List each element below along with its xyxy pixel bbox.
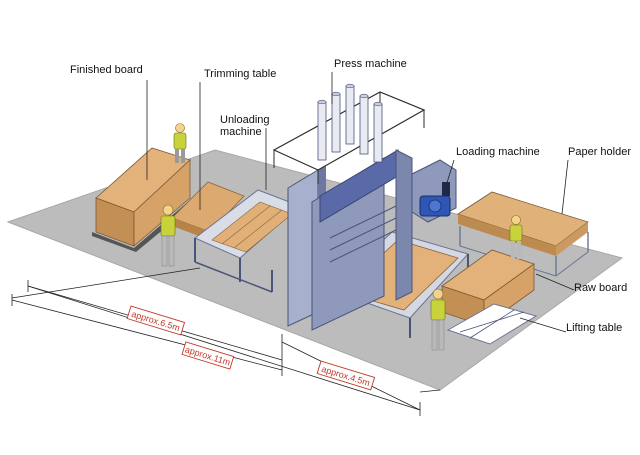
paper-holder [457,191,589,277]
worker-figure [430,288,446,351]
dimension-tag-total: approx.11m [181,341,235,370]
label-paper-holder: Paper holder [568,146,631,158]
dimension-tag-right: approx.4.5m [316,360,376,391]
label-unloading-machine-line2: machine [220,126,262,138]
label-press-machine: Press machine [334,58,407,70]
label-raw-board: Raw board [574,282,628,294]
label-trimming-table: Trimming table [204,68,277,80]
leader-lines [146,72,575,333]
label-lifting-table: Lifting table [566,322,623,334]
worker-figure [509,215,523,259]
label-loading-machine: Loading machine [456,146,540,158]
dimension-tag-left: approx.6.5m [126,305,186,336]
finished-board-stack [92,147,194,252]
loading-machine [411,159,457,223]
worker-figure [173,123,187,163]
lifting-table [446,303,538,345]
press-machine [272,83,426,331]
label-unloading-machine-line1: Unloading [220,114,270,126]
worker-figure [160,204,176,267]
label-finished-board: Finished board [70,64,143,76]
